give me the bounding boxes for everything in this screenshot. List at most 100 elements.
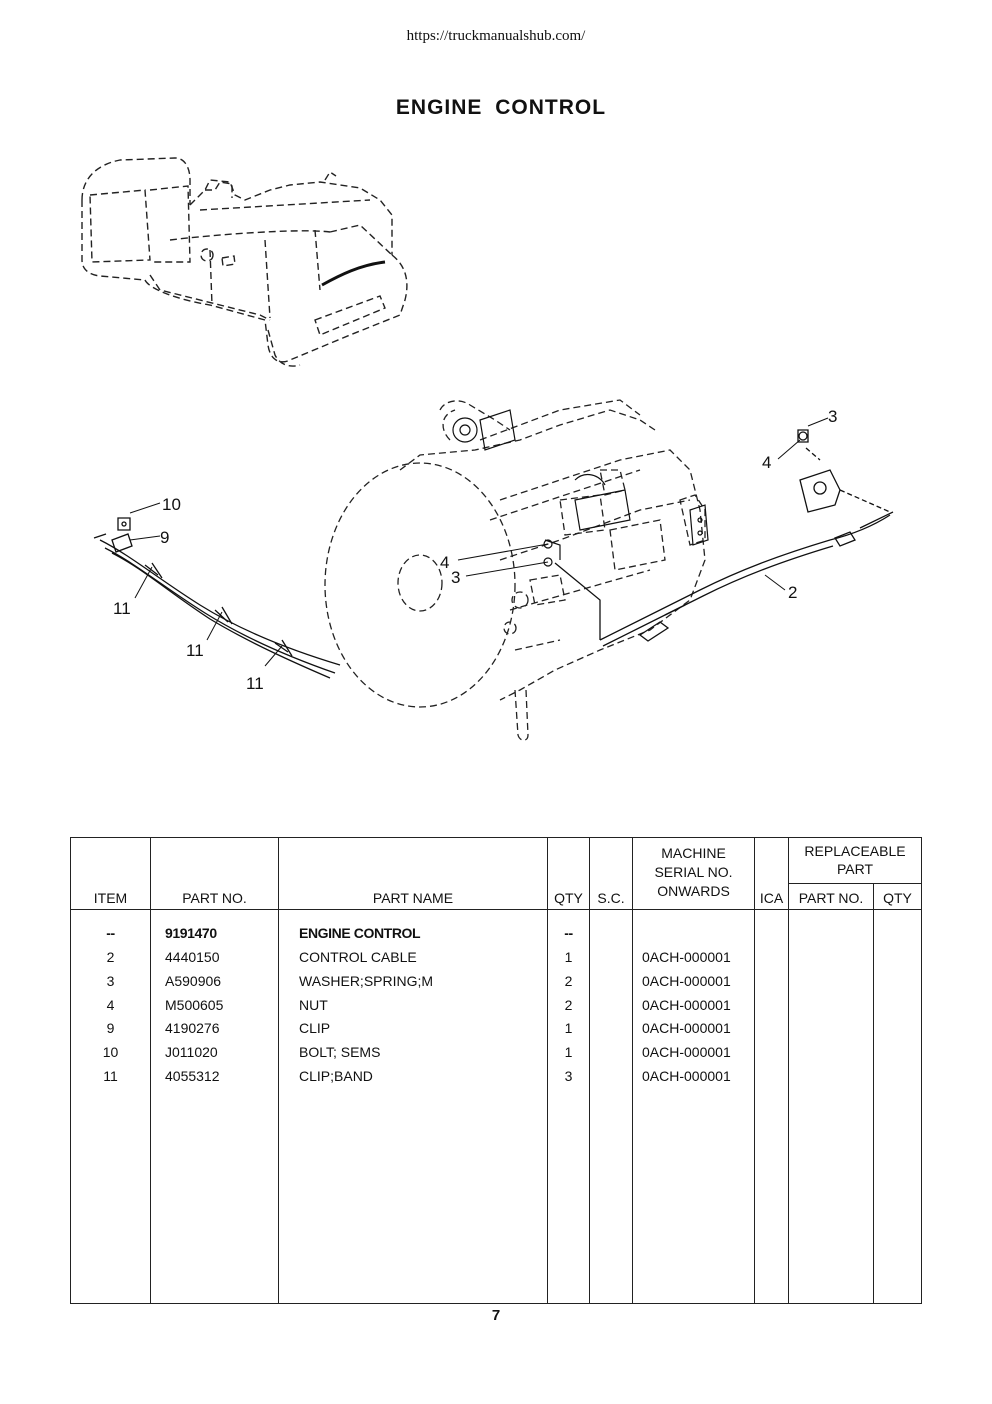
cell-rep-part-no [788,921,874,946]
cell-part-name: NUT [278,992,548,1017]
callout-3-bracket: 3 [828,407,837,426]
callout-2: 2 [788,583,797,602]
cell-qty: 1 [547,1016,590,1041]
cell-part-no: A590906 [150,968,279,993]
callout-3-engine: 3 [451,568,460,587]
cell-rep-part-no [788,992,874,1017]
cell-serial: 0ACH-000001 [632,945,755,969]
callout-10: 10 [162,495,181,514]
cell-serial: 0ACH-000001 [632,1016,755,1041]
callout-11-a: 11 [113,599,131,618]
cell-part-name: CLIP;BAND [278,1063,548,1088]
cell-ica [754,921,789,946]
cell-rep-qty [872,921,922,946]
cell-part-name: WASHER;SPRING;M [278,968,548,993]
cell-sc [589,992,633,1017]
header-replaceable-line2: PART [836,861,874,877]
table-filler-row [71,1087,922,1304]
header-ica: ICA [754,837,789,910]
cell-ica [754,1063,789,1088]
cell-rep-part-no [788,968,874,993]
header-serial-line1: MACHINE [661,845,726,861]
cell-item: 4 [106,996,115,1013]
table-row: 11 4055312 CLIP;BAND 3 0ACH-000001 [71,1063,922,1088]
header-serial-line2: SERIAL NO. [654,864,733,880]
excavator-outline [81,157,408,367]
parts-table: ITEM PART NO. PART NAME QTY S.C. MACHINE… [70,837,923,1304]
cell-rep-part-no [788,1040,874,1064]
table-header-row: ITEM PART NO. PART NAME QTY S.C. MACHINE… [70,837,922,910]
cell-sc [589,945,633,969]
cell-part-no: 4190276 [150,1016,279,1041]
cell-part-no: 4440150 [150,945,279,969]
table-row: -- 9191470 ENGINE CONTROL -- [71,921,922,946]
cell-part-name: ENGINE CONTROL [278,921,548,946]
cell-rep-qty [872,1040,922,1064]
table-row: 10 J011020 BOLT; SEMS 1 0ACH-000001 [71,1040,922,1064]
cell-item: -- [106,925,115,942]
engine-outline [324,399,706,741]
callout-9: 9 [160,528,169,547]
cell-part-no: 9191470 [150,921,279,946]
header-serial-line3: ONWARDS [657,883,730,899]
cell-item: 9 [106,1020,115,1037]
cell-sc [589,968,633,993]
cell-item: 11 [103,1067,118,1084]
leader-lines [129,417,829,667]
header-rep-part-no: PART NO. [788,883,874,910]
cell-ica [754,968,789,993]
cell-part-no: 4055312 [150,1063,279,1088]
cell-part-no: J011020 [150,1040,279,1064]
cell-qty: -- [547,921,590,946]
header-part-name: PART NAME [278,837,548,910]
cell-serial: 0ACH-000001 [632,992,755,1017]
callout-labels: 10 9 11 11 11 4 3 3 4 2 [113,407,837,693]
cell-item: 3 [106,972,115,989]
source-url: https://truckmanualshub.com/ [406,28,586,44]
cell-part-name: CONTROL CABLE [278,945,548,969]
cell-ica [754,992,789,1017]
header-rep-qty: QTY [872,883,922,910]
cell-rep-part-no [788,945,874,969]
cell-qty: 3 [547,1063,590,1088]
engine-control-diagram: 10 9 11 11 11 4 3 3 4 2 [81,157,894,741]
cell-ica [754,1040,789,1064]
callout-4-bracket: 4 [762,453,771,472]
header-replaceable-line1: REPLACEABLE [804,843,906,859]
cell-rep-qty [872,968,922,993]
callout-11-c: 11 [246,674,264,693]
cell-rep-qty [872,1063,922,1088]
cell-serial: 0ACH-000001 [632,968,755,993]
cell-qty: 2 [547,992,590,1017]
header-replaceable-part: REPLACEABLE PART [787,837,922,884]
cell-sc [589,1063,633,1088]
table-row: 4 M500605 NUT 2 0ACH-000001 [71,992,922,1017]
table-row: 9 4190276 CLIP 1 0ACH-000001 [71,1016,922,1041]
cell-qty: 1 [547,1040,590,1064]
cell-rep-qty [872,945,922,969]
cell-item: 10 [102,1043,119,1060]
cell-rep-part-no [788,1063,874,1088]
table-row: 3 A590906 WASHER;SPRING;M 2 0ACH-000001 [71,968,922,993]
page-title: ENGINE CONTROL [395,96,607,119]
callout-11-b: 11 [186,641,204,660]
cell-sc [589,921,633,946]
cell-part-name: BOLT; SEMS [278,1040,548,1064]
cell-item: 2 [106,949,115,966]
cell-sc [589,1040,633,1064]
cell-serial [632,921,755,946]
cable-bracket [797,429,891,513]
cell-qty: 2 [547,968,590,993]
header-sc: S.C. [589,837,633,910]
cell-rep-qty [872,992,922,1017]
header-item: ITEM [70,837,151,910]
table-subheader-row: PART NO. QTY [71,883,922,910]
control-cable-route [321,260,386,287]
header-machine-serial: MACHINE SERIAL NO. ONWARDS [632,837,755,910]
cell-serial: 0ACH-000001 [632,1040,755,1064]
cell-ica [754,945,789,969]
cell-part-name: CLIP [278,1016,548,1041]
header-qty: QTY [547,837,590,910]
cell-qty: 1 [547,945,590,969]
callout-4-engine: 4 [440,553,449,572]
